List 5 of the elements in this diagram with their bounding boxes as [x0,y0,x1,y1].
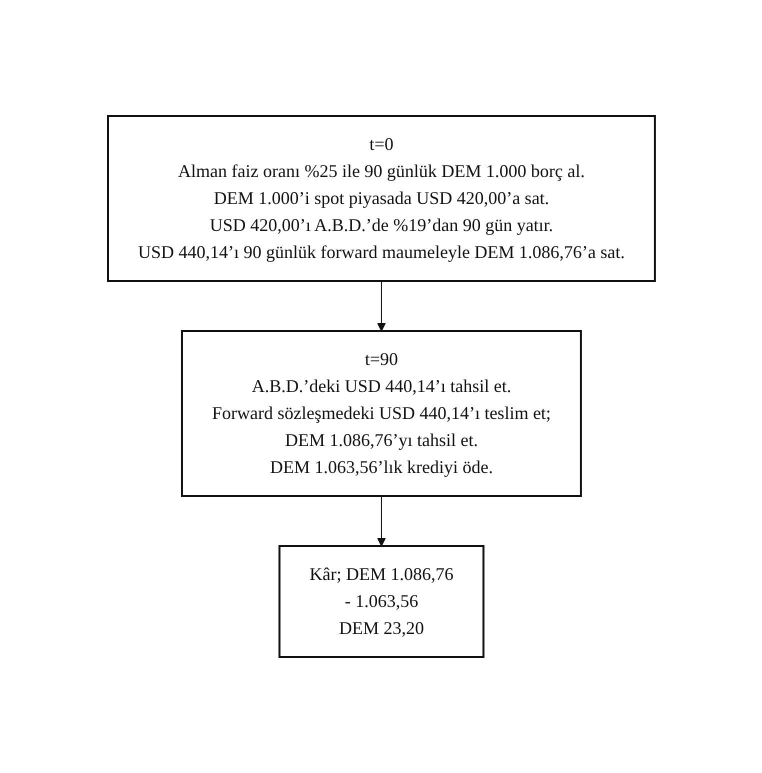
arrow [376,496,386,546]
arrow [376,280,386,332]
node-box: t=0 Alman faiz oranı %25 ile 90 günlük DEM 1.000 borç al. DEM 1.000’i spot piyasada USD 420,00’a sat. USD 420,00’ı A.B.D.’de %19’dan 90 gün yatır. USD 440,14’ı 90 günlük forward maumeleyle DEM 1.086,76’a sat. [106,115,656,282]
node-box: Kâr; DEM 1.086,76 - 1.063,56 DEM 23,20 [278,545,484,658]
node-box: t=90 A.B.D.’deki USD 440,14’ı tahsil et. Forward sözleşmedeki USD 440,14’ı teslim et; DEM 1.086,76’yı tahsil et. DEM 1.063,56’lık krediyi öde. [180,330,582,497]
